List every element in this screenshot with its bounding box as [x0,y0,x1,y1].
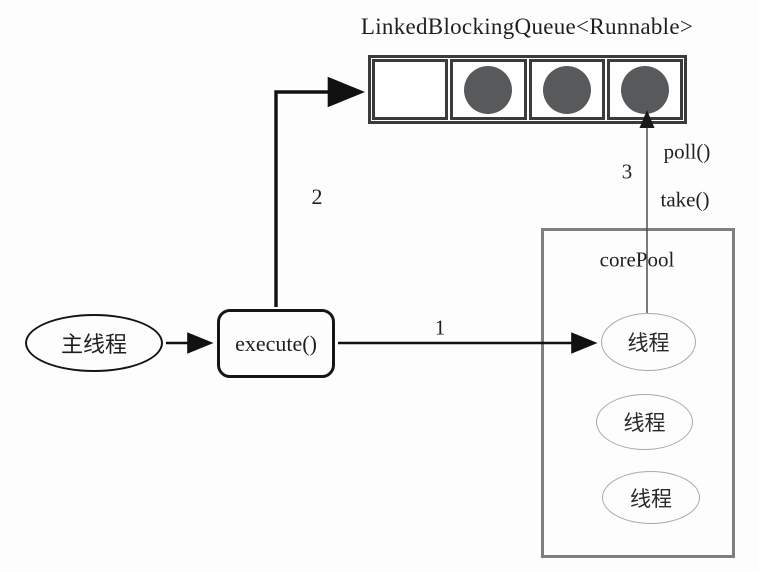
main-thread-label: 主线程 [60,332,127,357]
queue-cell [450,59,527,120]
thread-label: 线程 [623,411,666,435]
core-pool-label: corePool [599,247,675,272]
core-pool-box [541,228,735,558]
thread-ellipse: 线程 [596,394,693,450]
queued-task-circle [464,65,513,114]
thread-ellipse: 线程 [602,471,700,524]
queue-cell [372,59,449,120]
queued-task-circle [542,65,591,114]
arrow-label-step1: 1 [434,315,446,340]
execute-method-box: execute() [217,309,335,378]
queue-cell [528,59,605,120]
queue-title: LinkedBlockingQueue<Runnable> [360,14,694,39]
blocking-queue [368,55,687,124]
main-thread-ellipse: 主线程 [25,314,163,372]
thread-label: 线程 [630,486,672,511]
thread-ellipse: 线程 [601,313,696,371]
take-method-label: take() [660,187,710,212]
poll-method-label: poll() [663,139,711,164]
arrow-label-step3: 3 [621,159,633,184]
queued-task-circle [620,65,669,114]
thread-label: 线程 [627,331,670,355]
arrow-label-step2: 2 [311,184,323,209]
execute-label: execute() [235,330,317,356]
queue-cell [606,59,683,120]
